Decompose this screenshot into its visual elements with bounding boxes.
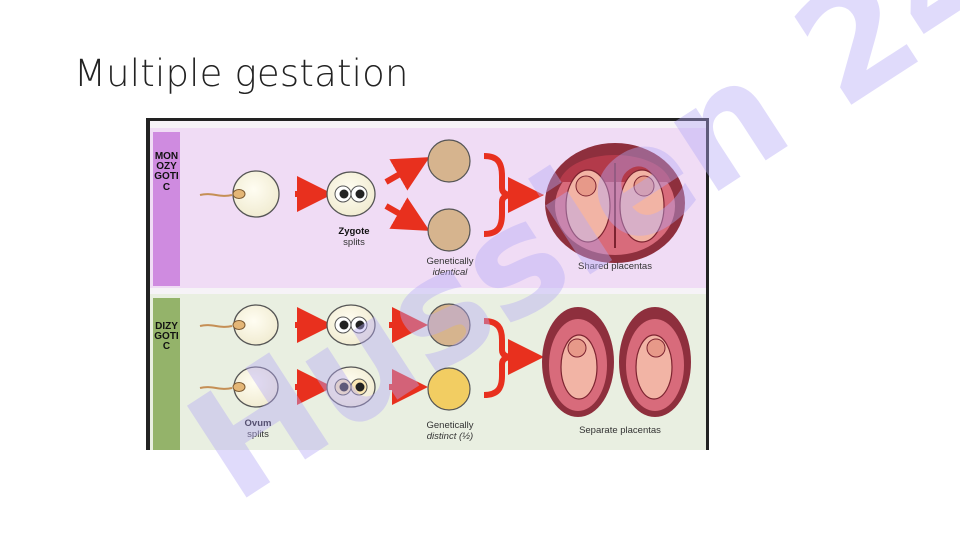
twinning-diagram: MONOZYGOTIC DIZYGOTIC	[146, 118, 709, 450]
zygote-caption: Zygote splits	[326, 226, 382, 248]
mono-genetics-line2: identical	[432, 267, 468, 278]
di-embryo-cell-top	[427, 303, 471, 347]
figure-frame-top	[146, 118, 709, 121]
di-zygote-icon-bottom	[326, 366, 376, 408]
di-sperm-icon-bottom	[199, 366, 279, 408]
mono-placenta-caption: Shared placentas	[578, 261, 652, 272]
separate-placentas-icon	[542, 307, 691, 417]
dizygotic-label: DIZYGOTIC	[154, 321, 179, 353]
mono-genetics-caption: Genetically identical	[414, 256, 486, 278]
di-embryo-cell-bottom	[427, 367, 471, 411]
di-genetics-caption: Genetically distinct (½)	[414, 420, 486, 442]
dizygotic-strip	[153, 298, 180, 450]
monozygotic-label: MONOZYGOTIC	[154, 151, 179, 193]
mono-arrow-up	[384, 157, 430, 191]
ovum-label: Ovum	[244, 418, 272, 429]
di-genetics-line2: distinct (½)	[426, 431, 474, 442]
ovum-caption: Ovum splits	[230, 418, 286, 440]
zygote-icon	[326, 171, 376, 217]
mono-arrow-down	[384, 197, 430, 231]
slide-title: Multiple gestation	[74, 52, 409, 95]
zygote-label: Zygote	[338, 226, 370, 237]
monozygotic-strip	[153, 132, 180, 286]
figure-frame-right	[706, 118, 709, 450]
shared-placenta-icon	[545, 143, 685, 263]
zygote-sub: splits	[343, 237, 365, 248]
di-placenta-caption: Separate placentas	[579, 425, 661, 436]
mono-embryo-cell-top	[427, 139, 471, 183]
mono-embryo-cell-bottom	[427, 208, 471, 252]
di-genetics-line1: Genetically	[426, 420, 474, 431]
mono-genetics-line1: Genetically	[426, 256, 474, 267]
di-sperm-icon-top	[199, 304, 279, 346]
di-zygote-icon-top	[326, 304, 376, 346]
diagram-artwork	[199, 139, 691, 417]
mono-sperm-icon	[199, 170, 280, 218]
figure-frame-left	[146, 118, 150, 450]
ovum-sub: splits	[247, 429, 269, 440]
